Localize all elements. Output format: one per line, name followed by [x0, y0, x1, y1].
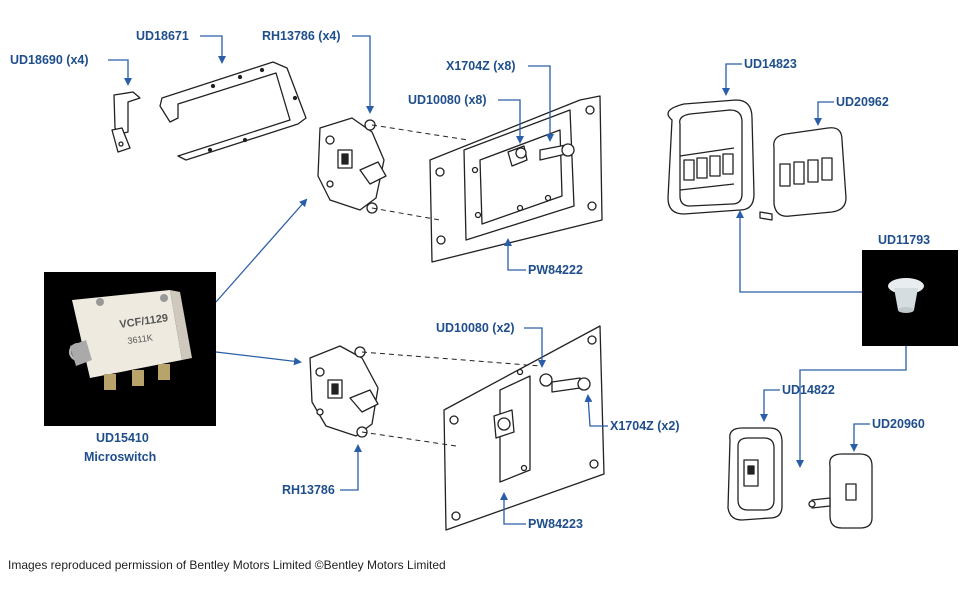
rh13786-lock-bottom: [309, 345, 379, 438]
copyright-caption: Images reproduced permission of Bentley …: [8, 558, 446, 572]
label-ud15410: UD15410: [96, 431, 149, 445]
microswitch-photo: VCF/1129 3611K: [44, 272, 216, 426]
label-ud20962: UD20962: [836, 95, 889, 109]
label-rh13786-x4: RH13786 (x4): [262, 29, 341, 43]
ud14823-bezel: [667, 99, 755, 215]
label-ud10080-x8: UD10080 (x8): [408, 93, 487, 107]
alignment-lines-bottom: [361, 351, 541, 447]
label-ud14823: UD14823: [744, 57, 797, 71]
ud18671-strap: [159, 61, 307, 161]
ud20962-plate: [759, 127, 847, 221]
label-ud18690: UD18690 (x4): [10, 53, 89, 67]
label-ud10080-x2: UD10080 (x2): [436, 321, 515, 335]
label-ud11793: UD11793: [878, 233, 931, 247]
pw84223-plate: [443, 325, 605, 531]
rh13786-lock-top: [317, 117, 387, 214]
alignment-lines-top: [371, 124, 469, 221]
pw84222-plate: [429, 95, 603, 263]
label-pw84222: PW84222: [528, 263, 583, 277]
microswitch-photo-text-2: 3611K: [127, 333, 154, 346]
ud20960-plate: [808, 453, 873, 529]
label-x1704z-x2: X1704Z (x2): [610, 419, 680, 433]
ud11793-photo: [862, 250, 958, 346]
ud18690-bracket: [111, 91, 141, 153]
label-ud14822: UD14822: [782, 383, 835, 397]
ud14822-bezel: [727, 427, 783, 521]
label-ud18671: UD18671: [136, 29, 189, 43]
leader-lines: [108, 35, 907, 525]
label-x1704z-x8: X1704Z (x8): [446, 59, 516, 73]
label-ud20960: UD20960: [872, 417, 925, 431]
label-rh13786: RH13786: [282, 483, 335, 497]
label-microswitch: Microswitch: [84, 450, 157, 464]
label-pw84223: PW84223: [528, 517, 583, 531]
